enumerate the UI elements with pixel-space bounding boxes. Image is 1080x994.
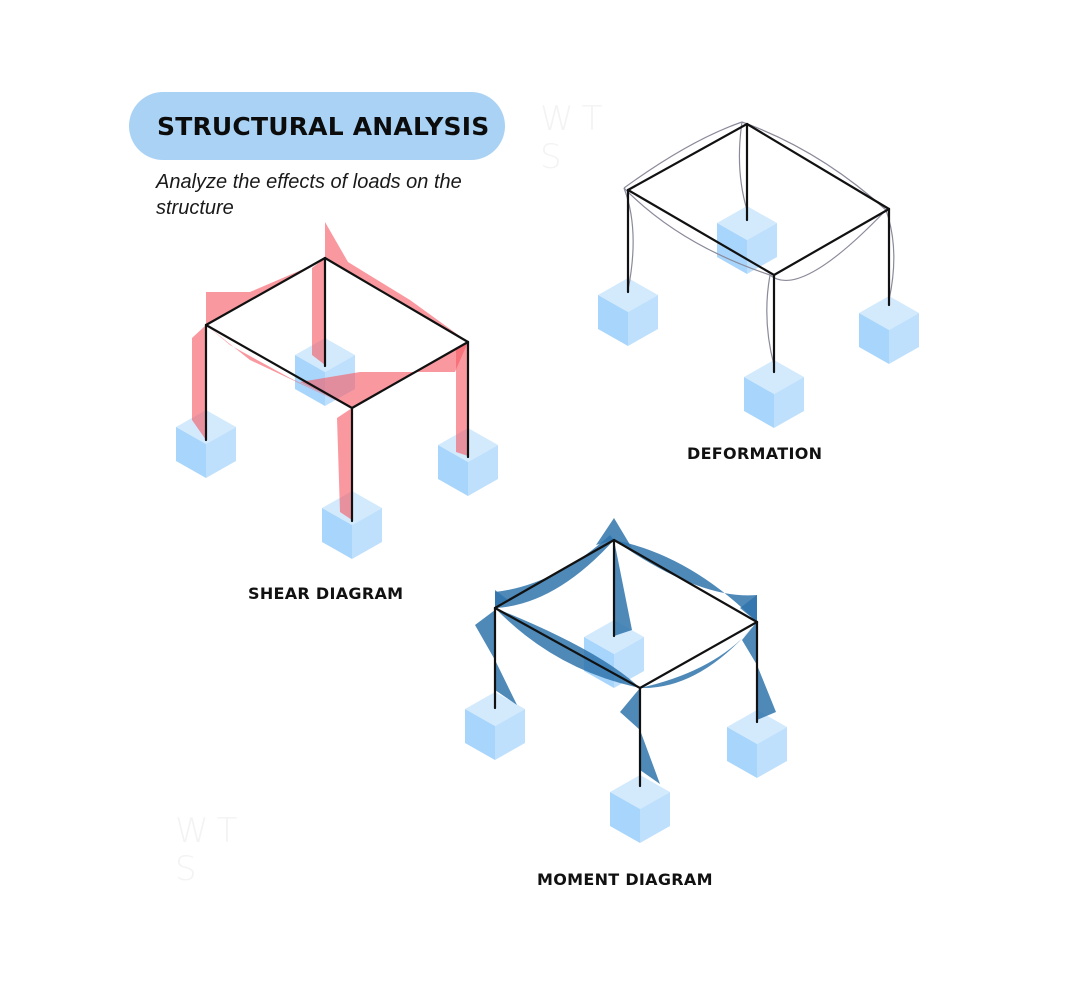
moment-footings	[465, 620, 787, 843]
watermark-line1: WT	[175, 811, 246, 851]
shear-diagram-label: SHEAR DIAGRAM	[248, 584, 404, 603]
watermark-top: WT S	[540, 100, 610, 176]
deformation-footings	[598, 206, 919, 428]
moment-frame	[493, 538, 759, 788]
watermark-line1: WT	[540, 99, 611, 139]
deformation-label: DEFORMATION	[687, 444, 823, 463]
deformation-diagram	[598, 121, 919, 428]
title-pill: STRUCTURAL ANALYSIS	[129, 92, 505, 160]
page-title: STRUCTURAL ANALYSIS	[157, 111, 490, 141]
moment-diagram	[465, 518, 787, 843]
watermark-bottom: WT S	[175, 812, 245, 888]
watermark-line2: S	[540, 137, 570, 177]
deformation-frame	[626, 122, 891, 374]
footing-right	[859, 296, 919, 364]
page-subtitle: Analyze the effects of loads on the stru…	[156, 171, 462, 219]
watermark-line2: S	[175, 849, 205, 889]
shear-diagram	[176, 222, 498, 559]
shear-frame	[204, 256, 470, 523]
moment-diagram-label: MOMENT DIAGRAM	[537, 870, 713, 889]
